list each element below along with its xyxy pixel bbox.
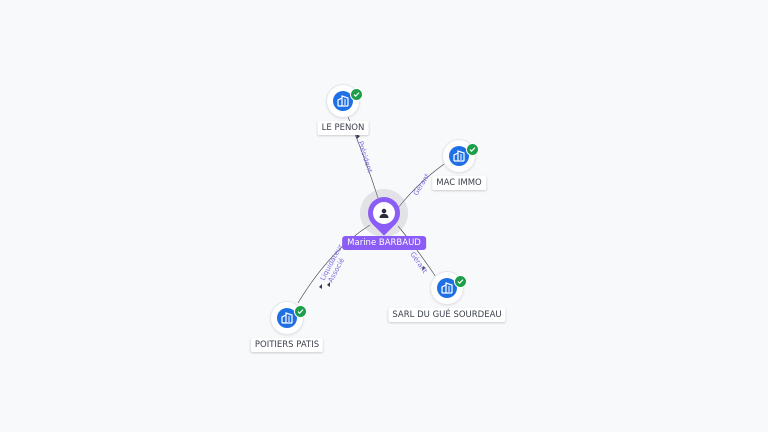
- company-circle[interactable]: [431, 272, 463, 304]
- person-icon: [373, 202, 395, 224]
- arrow-le-penon: [356, 134, 360, 139]
- edge-poitiers-patis: [297, 224, 371, 304]
- company-label: POITIERS PATIS: [250, 338, 324, 352]
- arrow-poitiers-1: [319, 284, 322, 289]
- edge-label-le-penon: Président: [356, 140, 374, 174]
- arrow-sarl: [422, 266, 426, 270]
- building-icon: [437, 278, 457, 298]
- company-label: SARL DU GUÉ SOURDEAU: [388, 308, 506, 322]
- verified-check-icon: [466, 143, 479, 156]
- company-circle[interactable]: [327, 85, 359, 117]
- building-icon: [333, 91, 353, 111]
- verified-check-icon: [454, 275, 467, 288]
- arrow-poitiers-2: [327, 282, 330, 287]
- building-icon: [277, 308, 297, 328]
- verified-check-icon: [294, 305, 307, 318]
- company-label: MAC IMMO: [432, 176, 486, 190]
- edge-label-sarl: Gérant: [408, 251, 429, 276]
- company-label: LE PENON: [317, 121, 369, 135]
- building-icon: [449, 146, 469, 166]
- edge-sarl-du-gue-sourdeau: [397, 225, 439, 281]
- person-label: Marine BARBAUD: [342, 236, 426, 250]
- edge-label-mac-immo: Gérant: [412, 172, 432, 197]
- verified-check-icon: [350, 88, 363, 101]
